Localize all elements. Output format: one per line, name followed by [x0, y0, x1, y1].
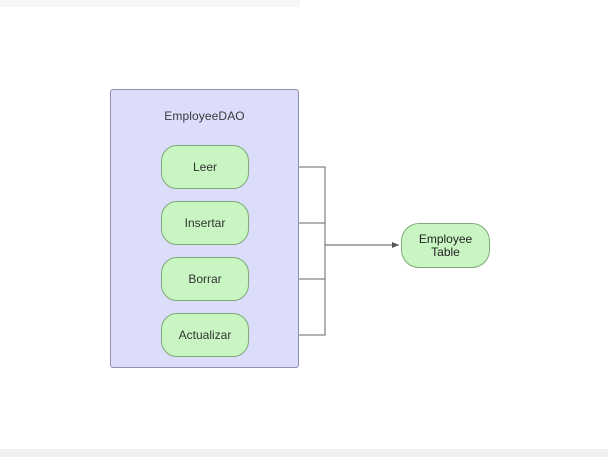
operation-insertar: Insertar — [161, 201, 249, 245]
operation-actualizar: Actualizar — [161, 313, 249, 357]
employee-table-node: Employee Table — [401, 223, 490, 268]
operation-borrar: Borrar — [161, 257, 249, 301]
container-title: EmployeeDAO — [164, 109, 245, 123]
operation-leer: Leer — [161, 145, 249, 189]
bottom-strip — [0, 449, 608, 457]
operation-label: Insertar — [184, 216, 226, 230]
top-strip — [0, 0, 300, 7]
operation-label: Actualizar — [178, 328, 232, 342]
table-label-line-1: Employee — [418, 231, 473, 246]
table-label-line-2: Table — [431, 244, 460, 259]
operation-label: Leer — [192, 160, 218, 174]
operation-label: Borrar — [188, 272, 222, 286]
